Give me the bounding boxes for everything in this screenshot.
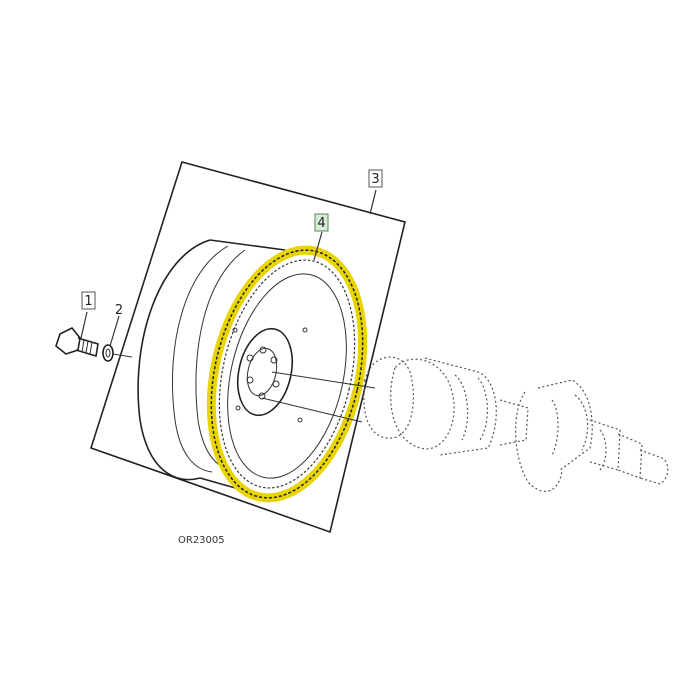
flywheel-disc — [227, 273, 347, 479]
leader-line-1 — [80, 311, 88, 339]
leader-line-3 — [369, 189, 377, 215]
crankshaft — [363, 356, 669, 492]
flywheel-housing — [137, 239, 286, 496]
callout-1-label: 1 — [84, 294, 92, 309]
callout-3-label: 3 — [371, 172, 379, 187]
leader-line-4 — [313, 231, 323, 261]
ring-gear — [206, 245, 368, 503]
callout-2: 2 — [115, 303, 123, 318]
alignment-line-lower — [261, 397, 363, 423]
leader-line-2 — [109, 315, 120, 347]
bolt — [55, 326, 99, 358]
callout-1: 1 — [81, 291, 96, 310]
callout-2-label: 2 — [115, 303, 123, 318]
callout-4: 4 — [314, 213, 329, 232]
callout-4-label: 4 — [317, 216, 325, 231]
callout-3: 3 — [368, 169, 383, 188]
bolt-axis-line — [112, 353, 133, 358]
alignment-line-upper — [271, 371, 376, 389]
washer — [102, 344, 114, 362]
flywheel-assembly-frame — [90, 161, 406, 534]
figure-reference: OR23005 — [178, 535, 225, 546]
